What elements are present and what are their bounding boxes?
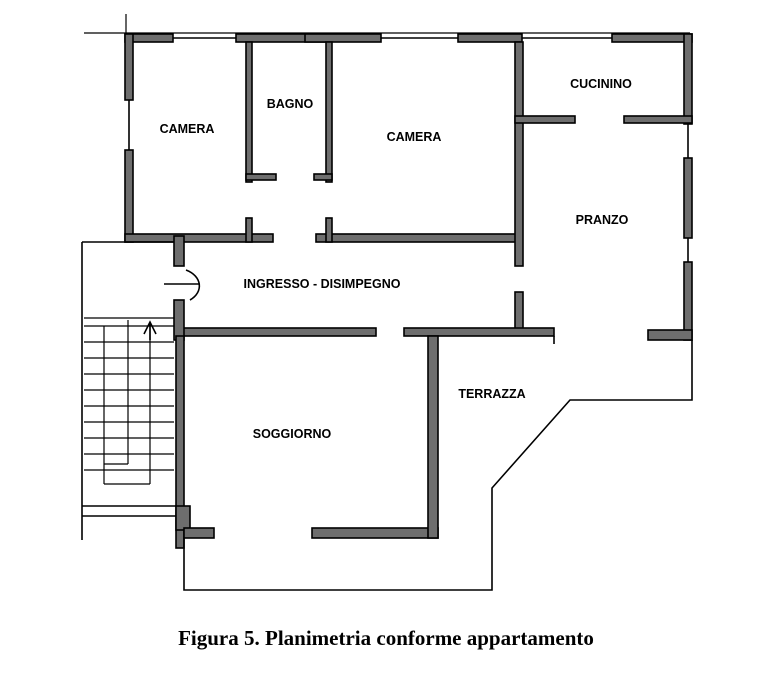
terrazza-outline — [183, 336, 693, 591]
floor-plan: CAMERA BAGNO CAMERA CUCININO PRANZO INGR… — [81, 14, 693, 591]
stair-steps — [84, 320, 174, 485]
left-wall-camera — [124, 33, 134, 243]
top-wall — [124, 33, 693, 43]
soggiorno-walls — [175, 335, 439, 549]
room-label-ingresso: INGRESSO - DISIMPEGNO — [244, 277, 401, 291]
ingresso-bottom-wall — [175, 327, 555, 337]
room-label-camera-left: CAMERA — [160, 122, 215, 136]
room-label-pranzo: PRANZO — [576, 213, 629, 227]
room-label-bagno: BAGNO — [267, 97, 314, 111]
room-label-terrazza: TERRAZZA — [458, 387, 525, 401]
bagno-walls — [245, 41, 333, 183]
stairwell — [81, 241, 176, 540]
room-label-soggiorno: SOGGIORNO — [253, 427, 332, 441]
entrance-door-arrow-icon — [185, 269, 201, 301]
camera-bottom-walls — [124, 217, 523, 243]
figure-caption: Figura 5. Planimetria conforme appartame… — [178, 626, 594, 650]
stair-up-arrow-icon — [143, 320, 157, 340]
room-label-camera-right: CAMERA — [387, 130, 442, 144]
right-wall — [647, 33, 693, 341]
room-label-cucinino: CUCININO — [570, 77, 632, 91]
entrance — [164, 235, 201, 341]
